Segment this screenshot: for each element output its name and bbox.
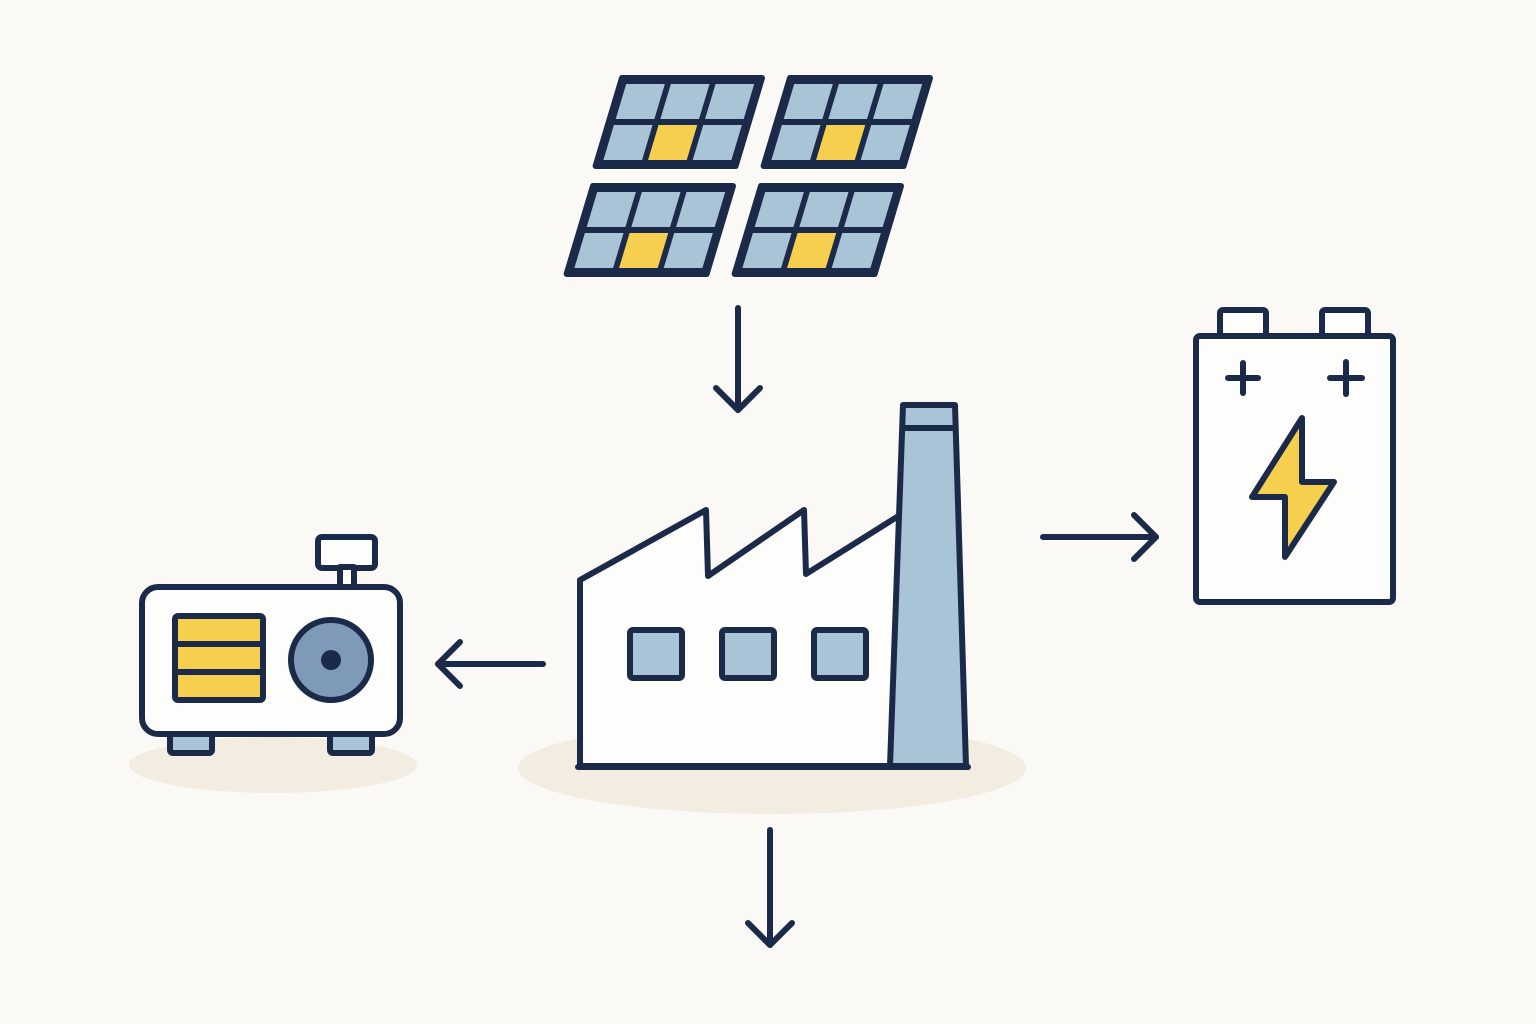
solar-cell (860, 125, 910, 160)
solar-cell (873, 84, 923, 119)
arrow-factory-to-output (745, 827, 795, 948)
plus-sign-right (1327, 359, 1365, 397)
factory-chimney (887, 402, 969, 769)
solar-panels-icon (563, 75, 933, 277)
solar-cell (742, 233, 792, 268)
battery-icon (1193, 307, 1396, 605)
solar-panel-top-right (760, 75, 933, 169)
factory-window-3 (811, 627, 869, 681)
factory-icon (575, 402, 971, 770)
solar-cell-highlight (619, 233, 669, 268)
solar-cell (676, 192, 726, 227)
generator-top-cap (315, 534, 378, 571)
solar-cell (783, 84, 833, 119)
solar-cell (771, 125, 821, 160)
arrow-factory-to-battery (1040, 512, 1159, 562)
solar-cell (828, 84, 878, 119)
solar-cell-highlight (648, 125, 698, 160)
solar-cell (799, 192, 849, 227)
arrow-solar-to-factory (713, 305, 763, 413)
solar-panel-bottom-right (731, 183, 904, 277)
solar-cell (754, 192, 804, 227)
solar-panel-bottom-left (563, 183, 736, 277)
factory-window-2 (719, 627, 777, 681)
generator-icon (139, 534, 403, 756)
solar-cell (631, 192, 681, 227)
solar-cell-highlight (787, 233, 837, 268)
generator-dial-hub (321, 650, 341, 670)
solar-cell (660, 84, 710, 119)
solar-cell (831, 233, 881, 268)
solar-cell (705, 84, 755, 119)
factory-window-1 (627, 627, 685, 681)
plus-sign-left (1225, 360, 1261, 396)
solar-cell-highlight (816, 125, 866, 160)
solar-cell (663, 233, 713, 268)
arrow-factory-to-generator (435, 639, 546, 689)
solar-cell (574, 233, 624, 268)
solar-cell (603, 125, 653, 160)
solar-cell (586, 192, 636, 227)
solar-cell (692, 125, 742, 160)
lightning-bolt-icon (1249, 415, 1337, 560)
solar-cell (615, 84, 665, 119)
solar-panel-top-left (592, 75, 765, 169)
generator-vent (172, 613, 266, 703)
solar-cell (844, 192, 894, 227)
